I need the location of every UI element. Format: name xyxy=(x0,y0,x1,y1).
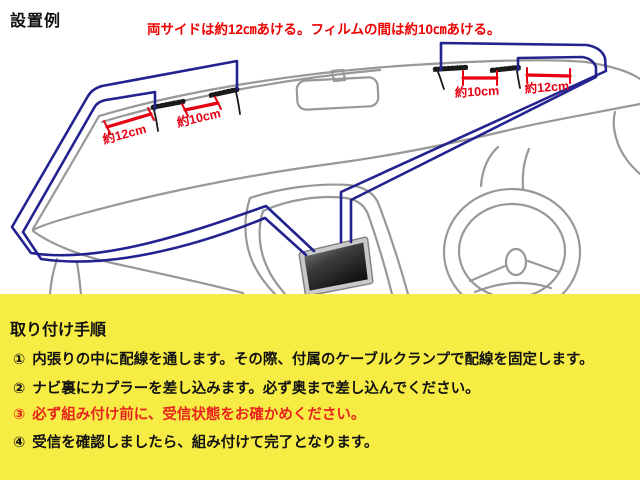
car-interior-outline xyxy=(31,59,640,294)
dim-label-left-inner: 約10cm xyxy=(175,105,222,130)
navi-unit xyxy=(298,236,374,294)
step-3-number: ③ xyxy=(13,407,26,423)
dimension-arrows xyxy=(103,67,572,134)
antenna-left-2 xyxy=(208,86,241,115)
navi-screen xyxy=(300,238,372,294)
rearview-mirror xyxy=(295,76,380,111)
step-2: ② ナビ裏にカプラーを差し込みます。必ず奥まで差し込んでください。 xyxy=(13,377,480,398)
dim-arrow-right-inner xyxy=(461,70,499,86)
right-side-trim xyxy=(612,110,640,176)
dim-arrow-left-outer xyxy=(103,107,155,134)
step-2-text: ナビ裏にカプラーを差し込みます。必ず奥まで差し込んでください。 xyxy=(32,381,480,397)
dim-label-right-outer: 約12cm xyxy=(524,78,569,96)
antenna-left-1 xyxy=(150,98,187,132)
left-a-pillar xyxy=(31,114,101,231)
dim-arrow-right-outer xyxy=(525,67,572,84)
mirror-mount xyxy=(330,68,347,83)
page-title: 設置例 xyxy=(10,13,62,30)
step-4: ④ 受信を確認しましたら、組み付けて完了となります。 xyxy=(13,431,378,452)
dim-label-right-inner: 約10cm xyxy=(454,83,499,100)
dashboard-front-edge xyxy=(31,229,245,294)
step-2-number: ② xyxy=(13,381,26,397)
step-1: ① 内張りの中に配線を通します。その際、付属のケーブルクランプで配線を固定します。 xyxy=(13,348,594,369)
step-1-number: ① xyxy=(13,352,26,368)
wheel-spoke-bottom xyxy=(473,281,553,294)
wheel-spoke-right xyxy=(526,259,561,274)
step-3: ③ 必ず組み付け前に、受信状態をお確かめください。 xyxy=(13,403,365,424)
antenna-cables xyxy=(10,41,608,263)
windshield-top-edge xyxy=(97,59,640,118)
horn-pad xyxy=(504,247,528,277)
cable-left-inner xyxy=(21,90,308,263)
instructions-heading: 取り付け手順 xyxy=(10,322,107,339)
dashboard-diagram: 約12cm 約10cm 約10cm 約12cm xyxy=(10,41,640,294)
antenna-right-2 xyxy=(489,64,523,89)
step-1-text: 内張りの中に配線を通します。その際、付属のケーブルクランプで配線を固定します。 xyxy=(32,352,594,368)
spacing-note: 両サイドは約12㎝あける。フィルムの間は約10㎝あける。 xyxy=(147,22,501,37)
steering-column xyxy=(479,145,531,191)
cable-right-inner xyxy=(349,55,598,244)
dim-label-left-outer: 約12cm xyxy=(101,121,148,147)
left-vent xyxy=(75,261,83,294)
dim-arrow-left-inner xyxy=(181,96,222,117)
steering-wheel xyxy=(442,187,582,294)
wheel-spoke-left xyxy=(468,264,507,283)
cable-left-outer xyxy=(10,59,316,257)
installation-steps-panel: 取り付け手順 ① 内張りの中に配線を通します。その際、付属のケーブルクランプで配線… xyxy=(0,294,640,480)
step-4-number: ④ xyxy=(13,435,26,451)
step-4-text: 受信を確認しましたら、組み付けて完了となります。 xyxy=(32,435,379,451)
step-3-text: 必ず組み付け前に、受信状態をお確かめください。 xyxy=(32,407,366,423)
cable-right-outer xyxy=(339,41,608,244)
dashboard-top-edge xyxy=(31,102,640,232)
center-console xyxy=(244,183,410,294)
left-vent xyxy=(48,257,59,294)
